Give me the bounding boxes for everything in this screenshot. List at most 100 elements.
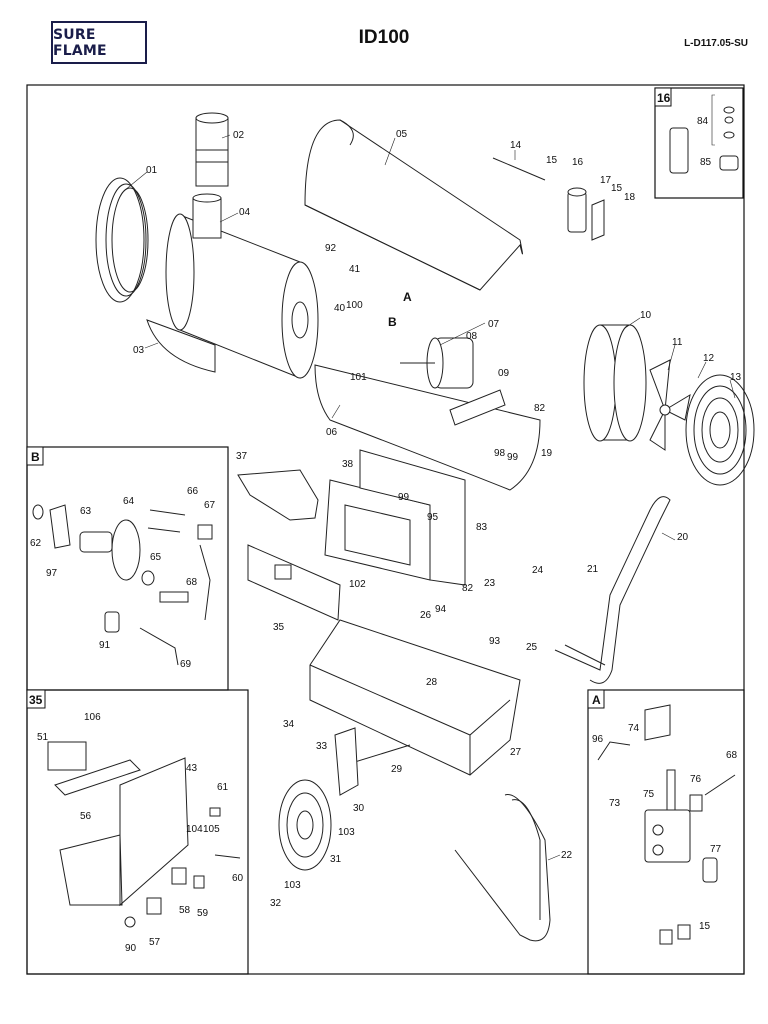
label-94: 94	[435, 604, 447, 615]
label-19: 19	[541, 448, 553, 459]
label-99b: 99	[398, 492, 410, 503]
label-35-90: 90	[125, 943, 137, 954]
label-16-85: 85	[700, 157, 712, 168]
label-18: 18	[624, 192, 636, 203]
label-93: 93	[489, 636, 501, 647]
label-a-77: 77	[710, 844, 722, 855]
label-06: 06	[326, 427, 338, 438]
label-29: 29	[391, 764, 403, 775]
label-98: 98	[494, 448, 506, 459]
label-20: 20	[677, 532, 689, 543]
label-27: 27	[510, 747, 522, 758]
label-35-61: 61	[217, 782, 229, 793]
part-10-fan-shroud	[583, 324, 647, 442]
label-14: 14	[510, 140, 522, 151]
label-a-68: 68	[726, 750, 738, 761]
inset-35-parts	[47, 741, 241, 928]
label-16-84: 84	[697, 116, 709, 127]
label-35-58: 58	[179, 905, 191, 916]
label-102: 102	[349, 579, 366, 590]
label-b: B	[388, 315, 397, 329]
inset-b-parts	[32, 504, 213, 666]
part-number-labels: 01 02 03 04 05 06 07 08 09 10 11 12 13 1…	[133, 129, 742, 909]
label-15: 15	[546, 155, 558, 166]
label-31: 31	[330, 854, 342, 865]
label-b-97: 97	[46, 568, 58, 579]
label-32: 32	[270, 898, 282, 909]
label-35-57: 57	[149, 937, 161, 948]
part-37-cover	[237, 469, 319, 521]
part-11-fan-blade	[649, 359, 691, 451]
label-b-62: 62	[30, 538, 42, 549]
brand-logo: SURE FLAME	[51, 21, 147, 64]
label-a: A	[403, 290, 412, 304]
part-06-lower-housing	[314, 364, 541, 491]
part-31-wheel	[278, 779, 332, 871]
part-01-front-ring	[95, 177, 149, 303]
label-35-104: 104	[186, 824, 203, 835]
label-82: 82	[534, 403, 546, 414]
label-15b: 15	[611, 183, 623, 194]
inset-a-parts	[597, 704, 736, 945]
label-a-73: 73	[609, 798, 621, 809]
label-82b: 82	[462, 583, 474, 594]
part-16-fuel-filter	[567, 187, 587, 233]
label-a-75: 75	[643, 789, 655, 800]
document-code: L-D117.05-SU	[684, 38, 748, 49]
inset-a-labels: 74 96 68 76 73 75 77 15	[592, 723, 738, 932]
label-35-105: 105	[203, 824, 220, 835]
inset-16-labels: 84 85	[697, 116, 712, 168]
label-10: 10	[640, 310, 652, 321]
label-16: 16	[572, 157, 584, 168]
label-101: 101	[350, 372, 367, 383]
brand-name: SURE FLAME	[53, 26, 107, 59]
label-95: 95	[427, 512, 439, 523]
label-22: 22	[561, 850, 573, 861]
model-title: ID100	[358, 27, 410, 48]
label-11: 11	[672, 337, 683, 348]
label-b-63: 63	[80, 506, 92, 517]
label-35-51: 51	[37, 732, 49, 743]
label-35-43: 43	[186, 763, 198, 774]
label-103b: 103	[284, 880, 301, 891]
part-13-fan-guard	[685, 374, 755, 486]
label-b-69: 69	[180, 659, 192, 670]
part-20-handle	[554, 496, 671, 684]
label-38: 38	[342, 459, 354, 470]
part-20-handle-inner	[564, 644, 606, 666]
label-01: 01	[146, 165, 158, 176]
label-35-60: 60	[232, 873, 244, 884]
label-b-65: 65	[150, 552, 162, 563]
part-22-lower-handle-inner	[511, 799, 541, 920]
part-22-lower-handle	[454, 794, 551, 942]
label-b-67: 67	[204, 500, 216, 511]
label-b-91: 91	[99, 640, 111, 651]
leader-lines	[124, 134, 736, 861]
label-21: 21	[587, 564, 599, 575]
inset-35-tag	[26, 689, 46, 709]
part-27-fuel-tank	[309, 619, 521, 776]
label-35: 35	[273, 622, 285, 633]
part-14-fuel-line	[492, 157, 546, 181]
label-03: 03	[133, 345, 145, 356]
label-37: 37	[236, 451, 248, 462]
inset-b-labels: 62 63 64 65 66 67 68 69 91 97	[30, 486, 216, 670]
label-103: 103	[338, 827, 355, 838]
inset-16-label: 16	[657, 91, 671, 105]
label-b-66: 66	[187, 486, 199, 497]
label-35-56: 56	[80, 811, 92, 822]
label-b-68: 68	[186, 577, 198, 588]
label-100: 100	[346, 300, 363, 311]
inset-16-parts	[669, 94, 739, 174]
label-a-15: 15	[699, 921, 711, 932]
label-28: 28	[426, 677, 438, 688]
label-99: 99	[507, 452, 519, 463]
label-92: 92	[325, 243, 337, 254]
inset-16-frame	[654, 87, 744, 199]
label-05: 05	[396, 129, 408, 140]
label-23: 23	[484, 578, 496, 589]
label-25: 25	[526, 642, 538, 653]
label-26: 26	[420, 610, 432, 621]
label-33: 33	[316, 741, 328, 752]
part-38-side-panel	[324, 449, 466, 586]
